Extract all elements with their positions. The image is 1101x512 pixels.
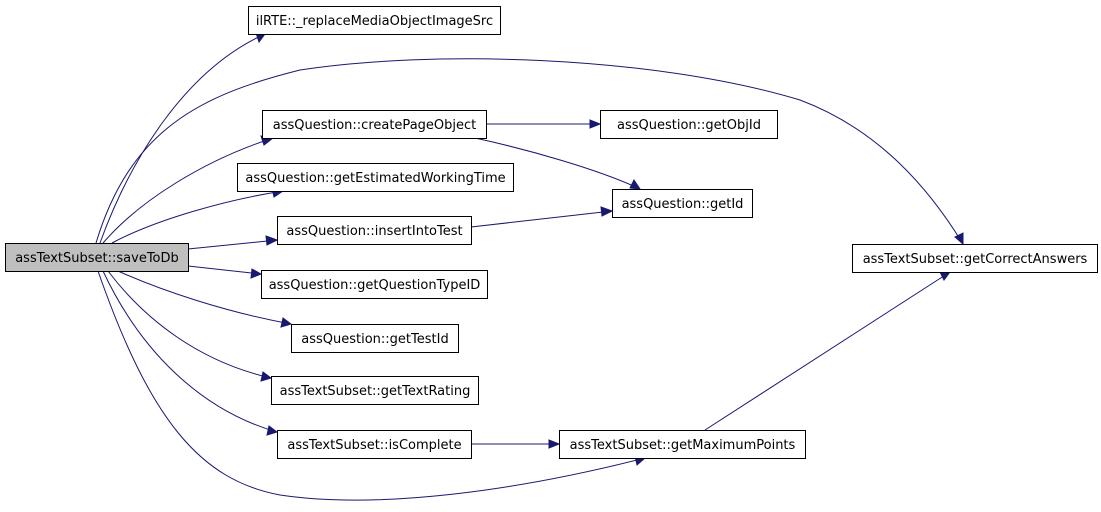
edge-saveToDb-to-getEstimatedWorkingTime [111, 187, 285, 244]
node-box[interactable] [237, 163, 514, 192]
arrowhead-icon [548, 439, 561, 449]
arrowhead-icon [600, 206, 614, 217]
node-label: assTextSubset::saveToDb [15, 251, 179, 266]
node-label: assQuestion::getTestId [301, 332, 448, 347]
edge-saveToDb-to-getTextRating [107, 270, 273, 382]
node-box[interactable] [291, 324, 459, 353]
node-box[interactable] [248, 6, 501, 35]
node-box[interactable] [600, 110, 778, 139]
node-label: assQuestion::getQuestionTypeID [269, 278, 481, 293]
node-insertIntoTest[interactable]: assQuestion::insertIntoTest [277, 216, 472, 245]
node-replaceMedia[interactable]: ilRTE::_replaceMediaObjectImageSrc [248, 6, 501, 35]
arrowhead-icon [265, 235, 279, 246]
node-label: assQuestion::createPageObject [273, 118, 477, 133]
node-createPageObject[interactable]: assQuestion::createPageObject [262, 110, 487, 139]
edge-isComplete-to-getMaximumPoints [471, 439, 561, 449]
edge-line [470, 210, 613, 228]
edge-line [187, 265, 262, 275]
edge-getMaximumPoints-to-getCorrectAnswers [704, 271, 951, 431]
node-box[interactable] [5, 243, 189, 272]
edge-insertIntoTest-to-getId [470, 206, 614, 228]
edge-line [704, 271, 951, 431]
node-getTextRating[interactable]: assTextSubset::getTextRating [271, 376, 479, 405]
edge-saveToDb-to-isComplete [102, 270, 279, 436]
edge-line [102, 270, 278, 433]
node-label: assTextSubset::isComplete [287, 438, 461, 453]
node-label: assTextSubset::getTextRating [280, 384, 471, 399]
node-box[interactable] [261, 270, 488, 299]
edge-line [474, 137, 641, 190]
arrowhead-icon [629, 179, 642, 190]
node-box[interactable] [612, 189, 753, 218]
edge-line [187, 239, 278, 250]
edge-saveToDb-to-insertIntoTest [187, 235, 279, 250]
node-getEstimatedWorkingTime[interactable]: assQuestion::getEstimatedWorkingTime [237, 163, 514, 192]
edge-line [102, 137, 274, 244]
arrowhead-icon [250, 268, 263, 279]
node-label: assQuestion::insertIntoTest [286, 224, 462, 239]
node-box[interactable] [262, 110, 487, 139]
edge-line [97, 270, 646, 501]
node-box[interactable] [559, 430, 806, 459]
edge-line [99, 33, 266, 244]
edge-saveToDb-to-getQuestionTypeID [187, 265, 263, 279]
edge-createPageObject-to-getId [474, 137, 642, 190]
node-box[interactable] [277, 216, 472, 245]
node-label: assTextSubset::getCorrectAnswers [863, 252, 1088, 267]
edge-saveToDb-to-getCorrectAnswers [95, 58, 964, 246]
node-label: ilRTE::_replaceMediaObjectImageSrc [256, 14, 493, 29]
edge-line [107, 270, 272, 379]
arrowhead-icon [954, 232, 964, 246]
edge-saveToDb-to-replaceMedia [99, 32, 266, 244]
arrowhead-icon [280, 317, 293, 328]
node-getMaximumPoints[interactable]: assTextSubset::getMaximumPoints [559, 430, 806, 459]
node-label: assTextSubset::getMaximumPoints [570, 438, 796, 453]
node-getQuestionTypeID[interactable]: assQuestion::getQuestionTypeID [261, 270, 488, 299]
arrowhead-icon [260, 371, 273, 382]
node-label: assQuestion::getObjId [617, 118, 761, 133]
arrowhead-icon [266, 425, 279, 436]
node-getId[interactable]: assQuestion::getId [612, 189, 753, 218]
node-box[interactable] [277, 430, 472, 459]
node-saveToDb[interactable]: assTextSubset::saveToDb [5, 243, 189, 272]
node-getTestId[interactable]: assQuestion::getTestId [291, 324, 459, 353]
edge-createPageObject-to-getObjId [486, 119, 602, 129]
node-label: assQuestion::getEstimatedWorkingTime [245, 171, 505, 186]
arrowhead-icon [939, 271, 951, 281]
arrowhead-icon [589, 119, 602, 129]
edge-saveToDb-to-getTestId [117, 270, 293, 328]
edge-line [117, 270, 292, 325]
node-box[interactable] [852, 244, 1098, 273]
node-label: assQuestion::getId [622, 197, 744, 212]
node-getCorrectAnswers[interactable]: assTextSubset::getCorrectAnswers [852, 244, 1098, 273]
edge-line [111, 190, 284, 244]
node-getObjId[interactable]: assQuestion::getObjId [600, 110, 778, 139]
edge-line [95, 58, 964, 245]
edges-group [95, 32, 964, 501]
node-isComplete[interactable]: assTextSubset::isComplete [277, 430, 472, 459]
node-box[interactable] [271, 376, 479, 405]
